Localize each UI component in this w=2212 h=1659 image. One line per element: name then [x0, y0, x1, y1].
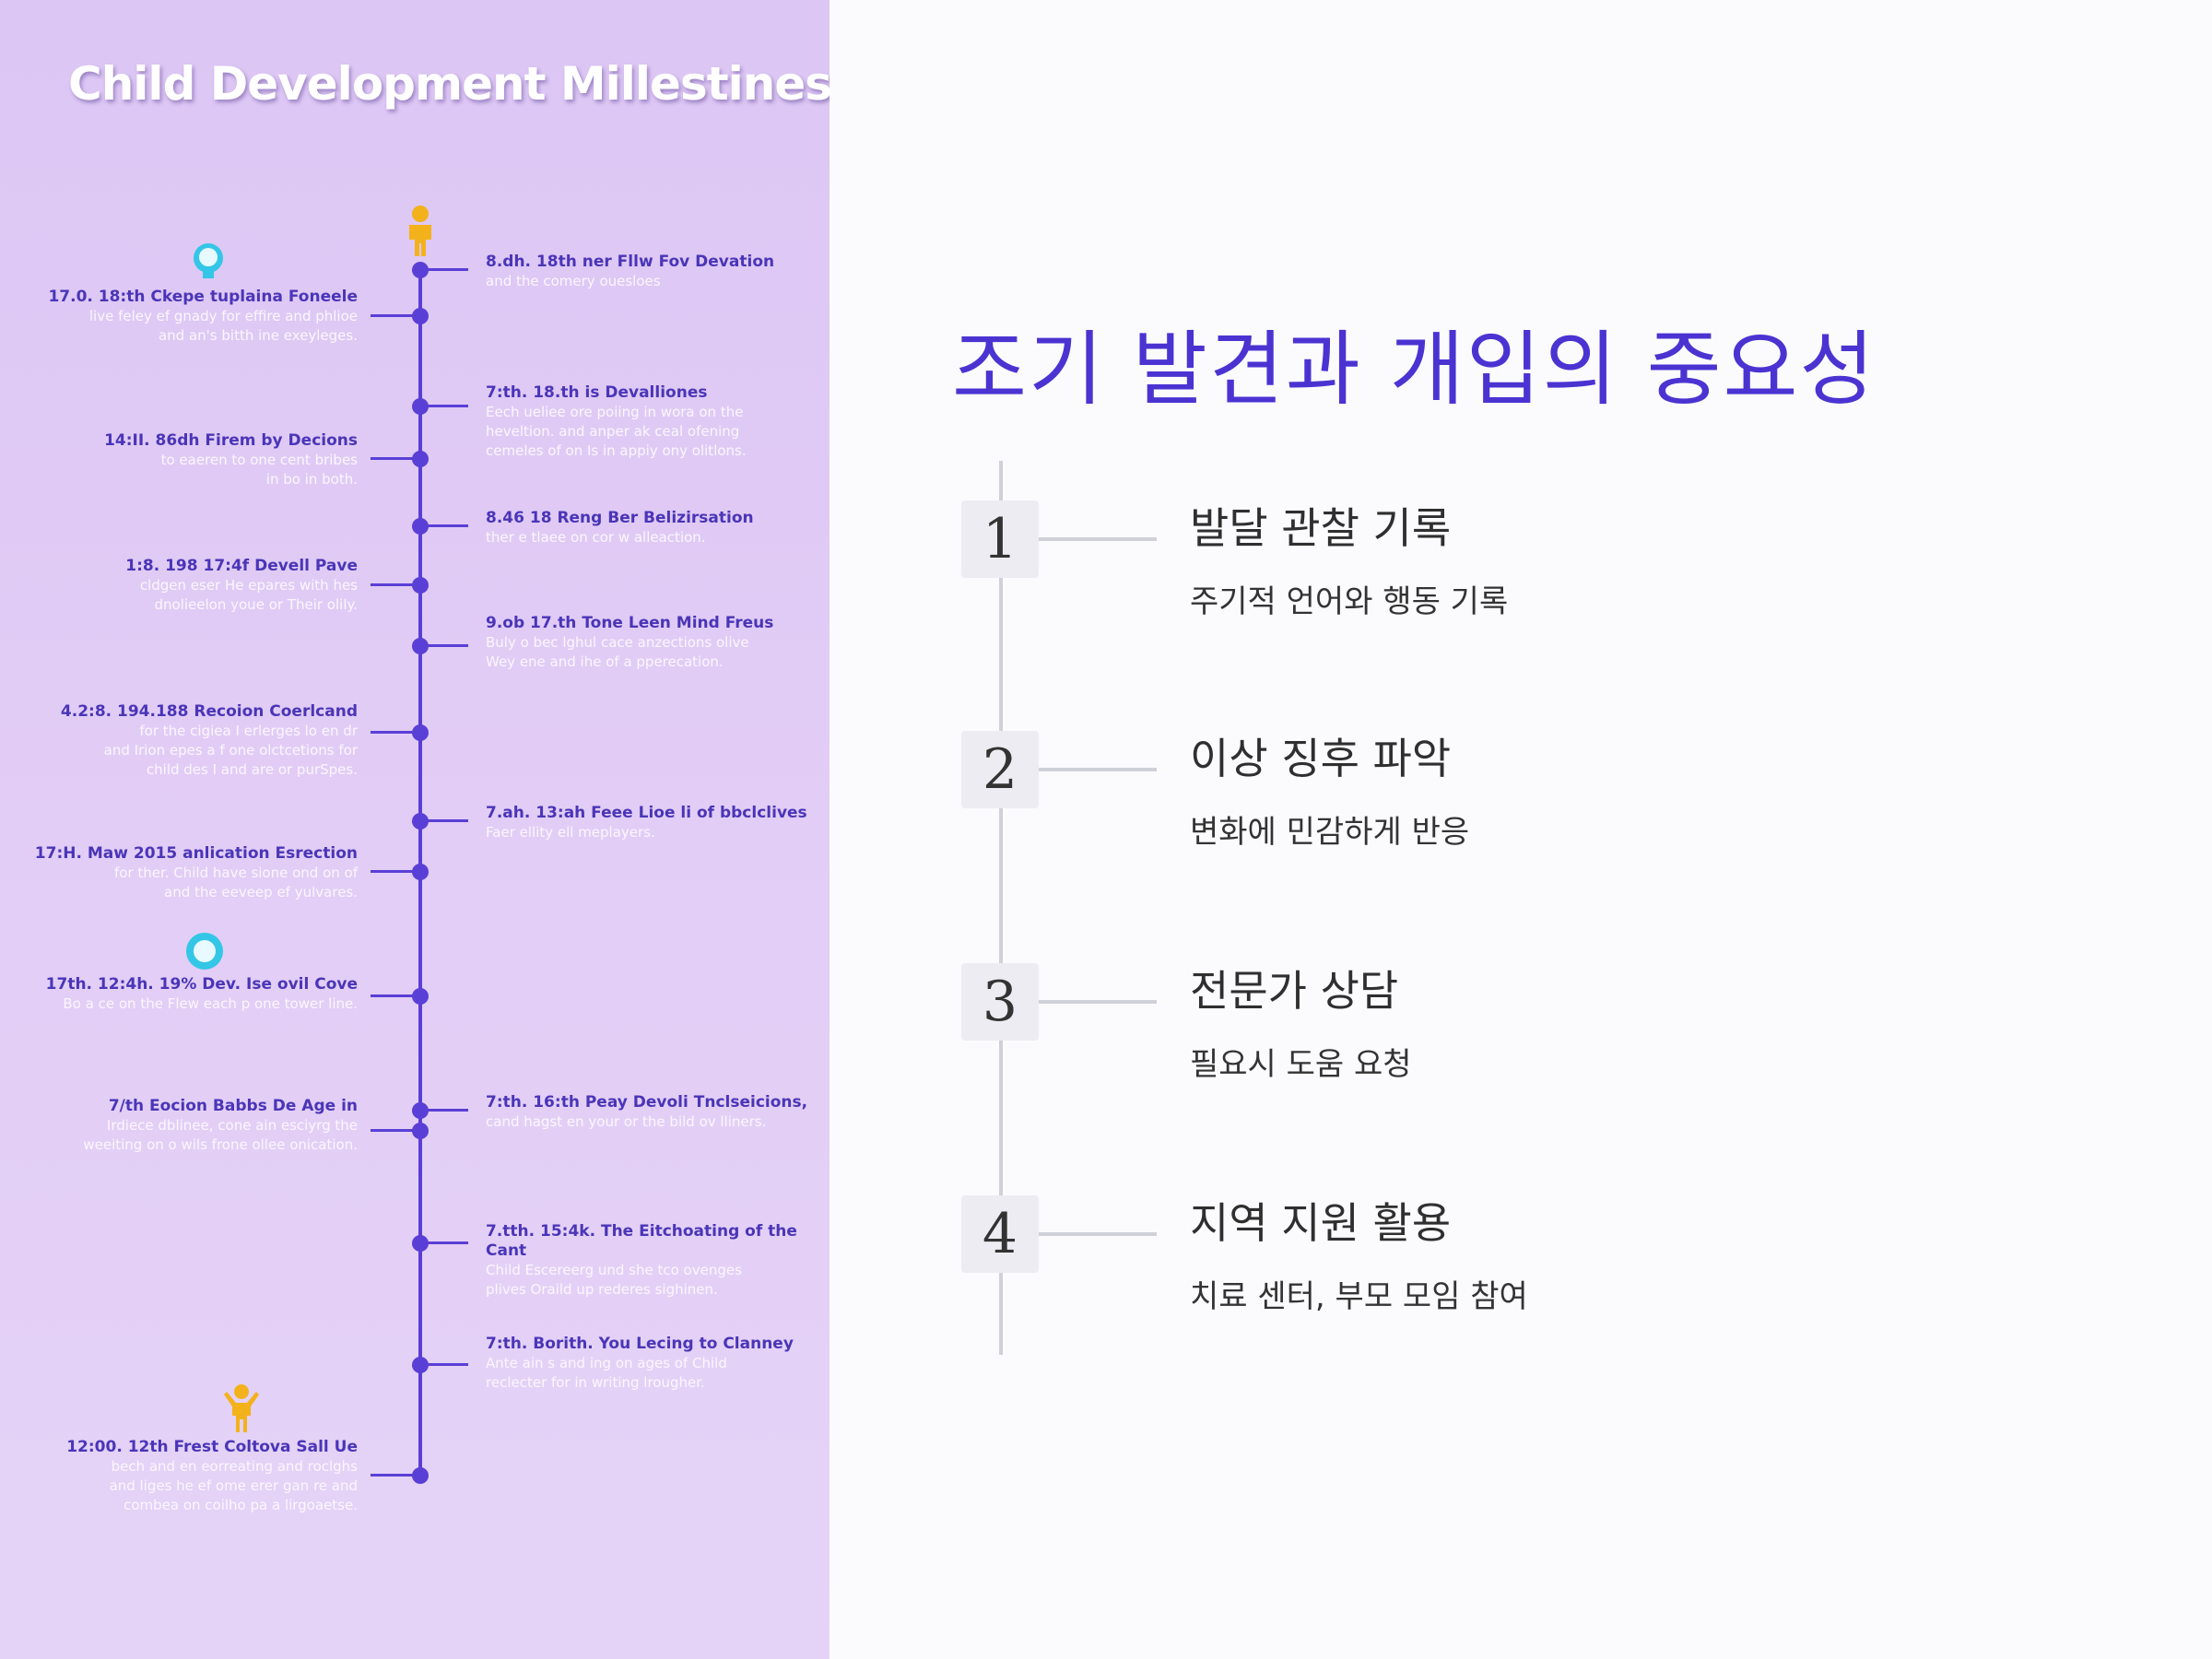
- step-connector: [1039, 768, 1157, 771]
- timeline-node: [412, 518, 429, 535]
- timeline-connector: [422, 1363, 468, 1366]
- child-figure-icon: [409, 206, 431, 256]
- timeline-node: [412, 724, 429, 741]
- timeline-node: [412, 1123, 429, 1139]
- timeline-connector: [371, 457, 417, 460]
- timeline-connector: [371, 870, 417, 873]
- timeline-node: [412, 988, 429, 1005]
- timeline-connector: [371, 583, 417, 586]
- milestone-entry-right: 7:th. Borith. You Lecing to Clanney Ante…: [486, 1335, 794, 1391]
- milestone-entry-right: 7:th. 18.th is Devalliones Eech ueliee o…: [486, 383, 747, 459]
- milestone-entry-left: 12:00. 12th Frest Coltova Sall Ue bech a…: [66, 1438, 358, 1513]
- step-title: 지역 지원 활용: [1190, 1198, 1452, 1248]
- step-title: 전문가 상담: [1190, 966, 1399, 1016]
- milestone-entry-left: 14:II. 86dh Firem by Decions to eaeren t…: [104, 431, 358, 488]
- infographic-panel: Child Development Millestines: [0, 0, 830, 1659]
- badge-icon: [186, 933, 223, 970]
- step-description: 치료 센터, 부모 모임 참여: [1190, 1278, 1528, 1315]
- child-figure-waving-icon: [224, 1384, 259, 1432]
- milestone-entry-right: 7:th. 16:th Peay Devoli Tnclseicions, ca…: [486, 1093, 808, 1130]
- slide-title: 조기 발견과 개입의 중요성: [952, 322, 1877, 417]
- step-3: 3 전문가 상담 필요시 도움 요청: [961, 963, 2067, 1147]
- step-number-box: 4: [961, 1195, 1039, 1273]
- timeline-node: [412, 813, 429, 830]
- milestone-entry-right: 8.dh. 18th ner Fllw Fov Devation and the…: [486, 253, 775, 289]
- step-connector: [1039, 537, 1157, 541]
- timeline-node: [412, 262, 429, 278]
- step-description: 주기적 언어와 행동 기록: [1190, 583, 1509, 620]
- timeline-node: [412, 864, 429, 880]
- step-number-box: 3: [961, 963, 1039, 1041]
- head-profile-icon: [194, 243, 223, 278]
- step-number-box: 2: [961, 731, 1039, 808]
- content-panel: 조기 발견과 개입의 중요성 1 발달 관찰 기록 주기적 언어와 행동 기록 …: [830, 0, 2212, 1659]
- step-connector: [1039, 1000, 1157, 1004]
- step-connector: [1039, 1232, 1157, 1236]
- milestone-entry-left: 17.0. 18:th Ckepe tuplaina Foneele live …: [48, 288, 358, 344]
- timeline-node: [412, 638, 429, 654]
- milestone-entry-left: 17th. 12:4h. 19% Dev. Ise ovil Cove Bo a…: [45, 975, 358, 1012]
- timeline-connector: [422, 1109, 468, 1112]
- timeline-connector: [422, 1241, 468, 1244]
- timeline-node: [412, 308, 429, 324]
- milestone-entry-right: 7.tth. 15:4k. The Eitchoating of the Can…: [486, 1222, 797, 1298]
- milestone-entry-right: 8.46 18 Reng Ber Belizirsation ther e tl…: [486, 509, 754, 546]
- timeline-node: [412, 577, 429, 594]
- step-number-box: 1: [961, 500, 1039, 578]
- timeline-connector: [371, 314, 417, 317]
- timeline-connector: [371, 1474, 417, 1477]
- timeline-node: [412, 1102, 429, 1119]
- step-2: 2 이상 징후 파악 변화에 민감하게 반응: [961, 731, 2067, 915]
- timeline-node: [412, 1357, 429, 1373]
- timeline-node: [412, 1235, 429, 1252]
- timeline-node: [412, 451, 429, 467]
- milestone-entry-right: 9.ob 17.th Tone Leen Mind Freus Buly o b…: [486, 614, 774, 670]
- step-title: 발달 관찰 기록: [1190, 503, 1452, 553]
- timeline-connector: [422, 405, 468, 407]
- timeline-connector: [371, 1129, 417, 1132]
- timeline-node: [412, 1467, 429, 1484]
- milestone-entry-left: 7/th Eocion Babbs De Age in Irdiece dbli…: [83, 1097, 358, 1153]
- timeline-connector: [422, 644, 468, 647]
- milestone-entry-left: 17:H. Maw 2015 anlication Esrection for …: [34, 844, 358, 900]
- poster-title: Child Development Millestines: [68, 57, 830, 111]
- timeline-connector: [371, 731, 417, 734]
- timeline-connector: [422, 268, 468, 271]
- step-title: 이상 징후 파악: [1190, 734, 1452, 783]
- milestone-entry-left: 4.2:8. 194.188 Recoion Coerlcand for the…: [60, 702, 358, 778]
- timeline-connector: [422, 819, 468, 822]
- timeline-node: [412, 398, 429, 415]
- milestone-entry-right: 7.ah. 13:ah Feee Lioe li of bbclclives F…: [486, 804, 807, 841]
- step-1: 1 발달 관찰 기록 주기적 언어와 행동 기록: [961, 500, 2067, 685]
- timeline-connector: [422, 524, 468, 527]
- step-description: 필요시 도움 요청: [1190, 1046, 1412, 1083]
- milestone-entry-left: 1:8. 198 17:4f Devell Pave cldgen eser H…: [125, 557, 358, 613]
- timeline-connector: [371, 994, 417, 997]
- step-description: 변화에 민감하게 반응: [1190, 814, 1470, 851]
- steps-vertical-line: [999, 461, 1003, 1355]
- step-4: 4 지역 지원 활용 치료 센터, 부모 모임 참여: [961, 1195, 2067, 1380]
